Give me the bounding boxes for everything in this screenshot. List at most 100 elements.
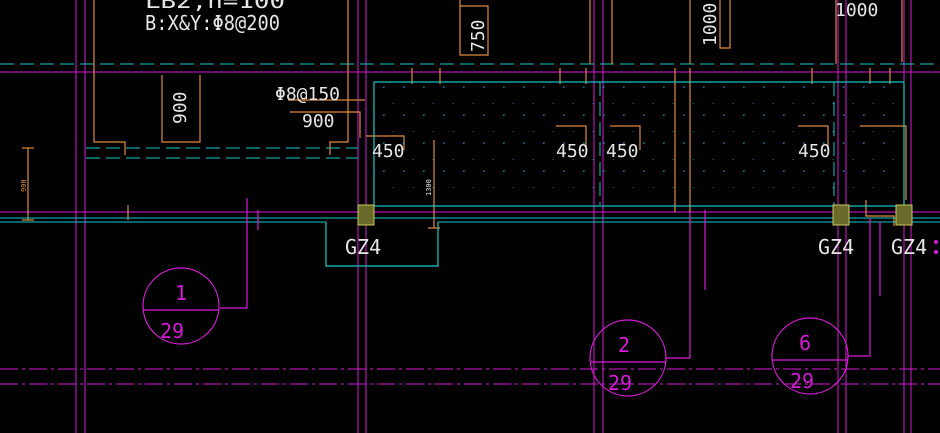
dim-450-c: 450 <box>606 141 639 162</box>
svg-text:˅: ˅ <box>782 114 786 122</box>
detail-mark-1[interactable] <box>142 267 220 345</box>
svg-text:·: · <box>752 100 754 108</box>
detail-mark-6[interactable] <box>771 317 849 395</box>
svg-text:·: · <box>392 100 394 108</box>
svg-text:·: · <box>892 128 894 136</box>
detail-2-sheet: 29 <box>608 371 632 395</box>
svg-text:˅: ˅ <box>802 170 806 178</box>
svg-text:·: · <box>752 156 754 164</box>
svg-text:˅: ˅ <box>542 114 546 122</box>
svg-text:·: · <box>412 100 414 108</box>
svg-text:˅: ˅ <box>462 142 466 150</box>
svg-text:·: · <box>612 128 614 136</box>
svg-text:˅: ˅ <box>682 142 686 150</box>
svg-text:·: · <box>832 128 834 136</box>
svg-text:˅: ˅ <box>522 114 526 122</box>
svg-text:·: · <box>532 128 534 136</box>
svg-text:·: · <box>792 128 794 136</box>
svg-text:·: · <box>512 184 514 192</box>
svg-text:·: · <box>892 100 894 108</box>
svg-text:·: · <box>492 128 494 136</box>
svg-text:˅: ˅ <box>622 86 626 94</box>
svg-text:·: · <box>812 184 814 192</box>
svg-text:·: · <box>752 184 754 192</box>
svg-text:˅: ˅ <box>822 170 826 178</box>
svg-text:·: · <box>632 184 634 192</box>
svg-text:·: · <box>732 184 734 192</box>
svg-text:·: · <box>892 184 894 192</box>
svg-text:˅: ˅ <box>662 86 666 94</box>
svg-text:˅: ˅ <box>482 86 486 94</box>
svg-text:˅: ˅ <box>602 142 606 150</box>
svg-text:·: · <box>752 128 754 136</box>
svg-text:·: · <box>652 184 654 192</box>
svg-text:·: · <box>592 128 594 136</box>
svg-text:·: · <box>532 100 534 108</box>
svg-text:˅: ˅ <box>702 114 706 122</box>
svg-text:˅: ˅ <box>442 170 446 178</box>
svg-text:˅: ˅ <box>862 170 866 178</box>
svg-text:˅: ˅ <box>582 142 586 150</box>
svg-text:·: · <box>392 128 394 136</box>
edge-marker <box>934 240 938 254</box>
svg-text:˅: ˅ <box>522 170 526 178</box>
wall-outlines <box>22 0 907 229</box>
svg-text:·: · <box>672 184 674 192</box>
column-gz-a[interactable] <box>357 204 375 226</box>
svg-text:·: · <box>572 184 574 192</box>
svg-text:·: · <box>852 128 854 136</box>
svg-text:·: · <box>512 100 514 108</box>
svg-text:˅: ˅ <box>502 170 506 178</box>
svg-text:˅: ˅ <box>502 86 506 94</box>
svg-text:·: · <box>712 156 714 164</box>
svg-text:·: · <box>452 100 454 108</box>
svg-text:˅: ˅ <box>522 142 526 150</box>
svg-text:˅: ˅ <box>542 170 546 178</box>
svg-text:·: · <box>612 100 614 108</box>
svg-text:˅: ˅ <box>742 170 746 178</box>
svg-text:·: · <box>772 100 774 108</box>
svg-text:·: · <box>812 128 814 136</box>
svg-text:˅: ˅ <box>422 114 426 122</box>
svg-text:·: · <box>512 156 514 164</box>
svg-text:˅: ˅ <box>842 142 846 150</box>
svg-text:˅: ˅ <box>422 142 426 150</box>
svg-text:·: · <box>692 128 694 136</box>
svg-text:˅: ˅ <box>722 86 726 94</box>
detail-mark-2[interactable] <box>589 319 667 397</box>
svg-text:·: · <box>672 100 674 108</box>
svg-text:·: · <box>612 156 614 164</box>
svg-text:˅: ˅ <box>662 114 666 122</box>
svg-text:·: · <box>552 156 554 164</box>
svg-text:˅: ˅ <box>642 114 646 122</box>
column-gz-b[interactable] <box>832 204 850 226</box>
svg-text:·: · <box>492 156 494 164</box>
column-squares <box>357 204 913 226</box>
dim-450-b: 450 <box>556 141 589 162</box>
svg-text:˅: ˅ <box>602 170 606 178</box>
svg-text:˅: ˅ <box>882 86 886 94</box>
svg-text:˅: ˅ <box>762 142 766 150</box>
detail-1-number: 1 <box>175 281 187 305</box>
svg-text:˅: ˅ <box>482 170 486 178</box>
column-gz-c[interactable] <box>895 204 913 226</box>
dim-450-d: 450 <box>798 141 831 162</box>
svg-text:˅: ˅ <box>862 114 866 122</box>
column-label-b: GZ4 <box>818 235 854 259</box>
svg-text:˅: ˅ <box>822 142 826 150</box>
svg-text:˅: ˅ <box>602 86 606 94</box>
svg-text:˅: ˅ <box>822 86 826 94</box>
svg-text:·: · <box>772 184 774 192</box>
svg-text:·: · <box>832 156 834 164</box>
svg-text:·: · <box>612 184 614 192</box>
svg-text:·: · <box>692 184 694 192</box>
svg-text:˅: ˅ <box>402 86 406 94</box>
svg-text:˅: ˅ <box>382 114 386 122</box>
svg-text:·: · <box>852 156 854 164</box>
detail-6-sheet: 29 <box>790 369 814 393</box>
svg-text:˅: ˅ <box>502 142 506 150</box>
slab-hatch: ˅ ˅ ˅ ˅ ˅ ˅ ˅ ˅ ˅ ˅ ˅ ˅ ˅ ˅ ˅ ˅ ˅ ˅ ˅ ˅ ˅ ˅ ˅ ˅ ˅ ˅ · · · · · · · · · · · · · ·… <box>382 86 894 192</box>
svg-text:·: · <box>572 128 574 136</box>
svg-text:·: · <box>692 156 694 164</box>
